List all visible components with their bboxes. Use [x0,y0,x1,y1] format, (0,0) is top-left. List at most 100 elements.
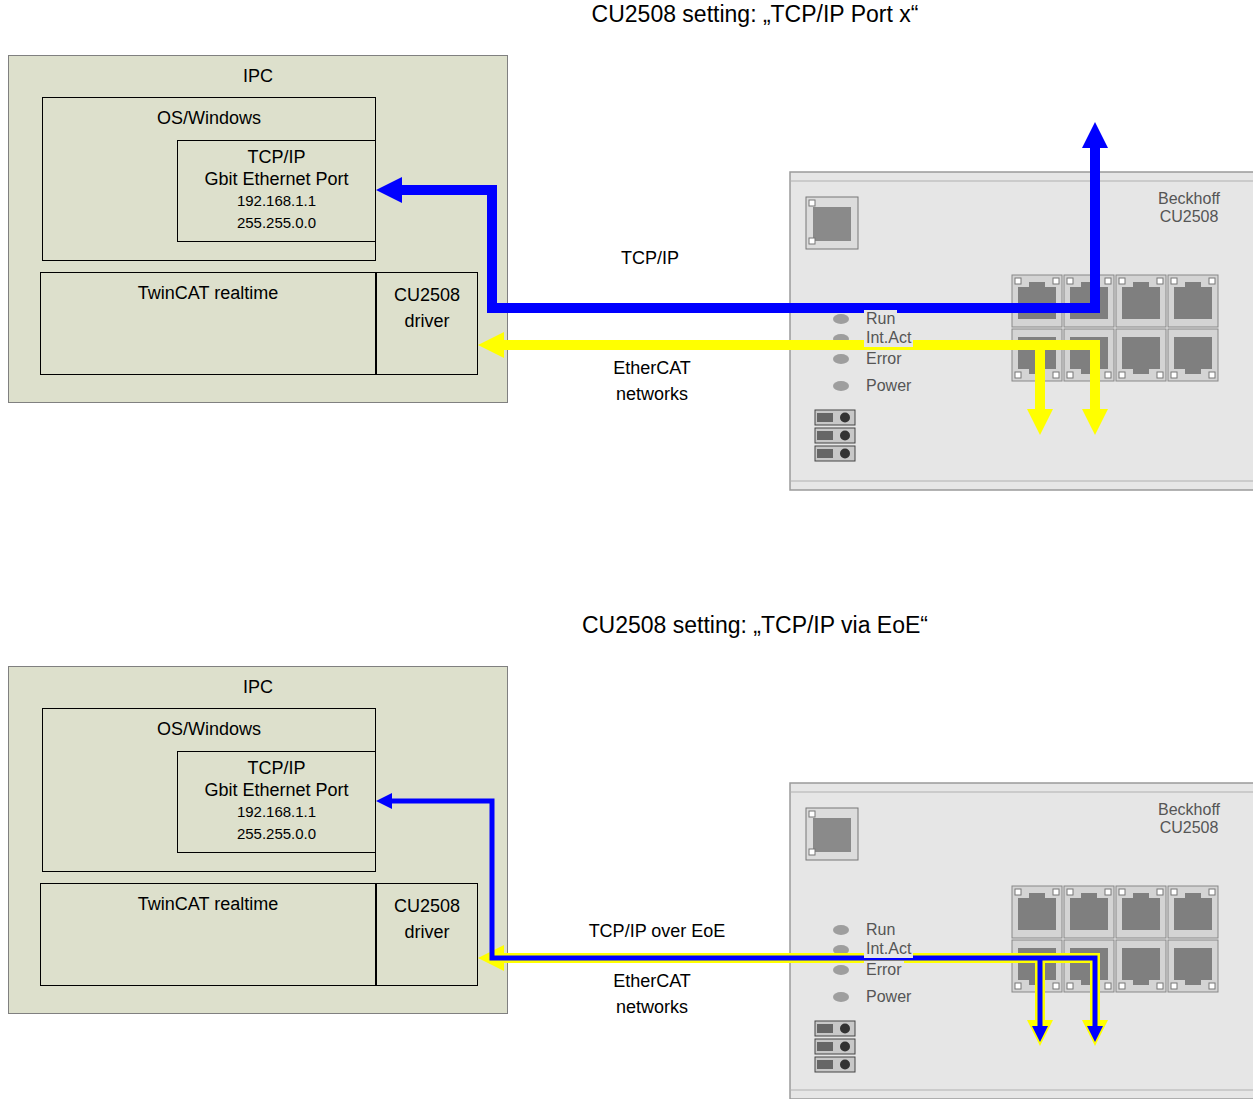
tcpip-port-box: TCP/IPGbit Ethernet Port192.168.1.1255.2… [177,140,376,242]
twincat-realtime-box: TwinCAT realtime [40,883,376,986]
port-led [1105,983,1111,989]
port-notch [1185,369,1201,374]
ethercat-port-line [790,958,1095,1032]
port-opening [1070,898,1108,930]
node-text: OS/Windows [47,718,371,740]
ethercat-port-line [790,345,1095,421]
status-led [833,354,849,364]
ethercat-port [1064,886,1114,938]
status-led [833,381,849,391]
edge-label: EtherCAT networks [592,968,712,1020]
power-terminal [815,410,855,425]
power-terminal-slot [817,1042,833,1051]
housing-panel [790,783,1253,1099]
led-label: Power [864,377,913,395]
port-led [1119,278,1125,284]
ethercat-port [1116,886,1166,938]
port-led [1015,278,1021,284]
port-led [1171,983,1177,989]
setting-title: CU2508 setting: „TCP/IP Port x“ [592,2,919,27]
driver-box: CU2508 driver [376,272,478,375]
tcpip-port-box: TCP/IPGbit Ethernet Port192.168.1.1255.2… [177,751,376,853]
port-led [1171,278,1177,284]
status-led [833,965,849,975]
housing-ridge [790,792,1253,793]
power-terminal-slot [817,1060,833,1069]
port-led [1105,889,1111,895]
edge-label: TCP/IP [570,245,730,271]
power-terminal [815,1039,855,1054]
os-windows-box: OS/WindowsTCP/IPGbit Ethernet Port192.16… [42,708,376,872]
node-text: TCP/IP [182,757,371,779]
port-notch [1133,980,1149,985]
edge-label: EtherCAT networks [592,355,712,407]
ethercat-port [1064,329,1114,381]
tcpip-uplink-line [790,136,1095,308]
ethercat-port [1064,940,1114,992]
port-led [1157,983,1163,989]
ethercat-port [1012,886,1062,938]
twincat-realtime-box: TwinCAT realtime [40,272,376,375]
node-text: Gbit Ethernet Port [182,779,371,801]
config-port [806,197,858,249]
power-terminal [815,1057,855,1072]
housing-panel [790,172,1253,490]
port-led [1209,278,1215,284]
ethercat-port [1168,940,1218,992]
driver-box: CU2508 driver [376,883,478,986]
port-opening [813,818,851,852]
ethercat-port [1116,329,1166,381]
port-led [1209,889,1215,895]
cu2508-device: Beckhoff CU2508 [790,783,1253,1099]
ethercat-port [1064,275,1114,327]
power-terminal [815,428,855,443]
port-opening [1122,337,1160,369]
os-windows-box: OS/WindowsTCP/IPGbit Ethernet Port192.16… [42,97,376,261]
power-terminal-screw [840,431,850,441]
power-terminal-screw [840,1042,850,1052]
port-led [1053,278,1059,284]
port-opening [1174,287,1212,319]
led-label: Error [864,350,904,368]
device-signal-paths [790,136,1095,1034]
ethercat-connector [492,340,790,350]
port-led [809,811,815,817]
tcpip-over-eoe-connector [384,801,790,958]
port-led [1157,372,1163,378]
led-label: Run [864,921,897,939]
status-led [833,992,849,1002]
led-label: Error [864,961,904,979]
port-led [809,238,815,244]
power-terminal-slot [817,413,833,422]
node-text: 192.168.1.1 [182,190,371,212]
led-label: Run [864,310,897,328]
port-led [1171,889,1177,895]
status-led [833,925,849,935]
node-text: IPC [13,65,503,87]
ipc-box: IPC OS/WindowsTCP/IPGbit Ethernet Port192… [8,55,508,403]
ethercat-port [1012,275,1062,327]
power-terminal-screw [840,413,850,423]
ethercat-connector [492,953,790,963]
ipc-box: IPCOS/WindowsTCP/IPGbit Ethernet Port192… [8,666,508,1014]
node-text: TwinCAT realtime [45,282,371,304]
led-label: Int.Act [864,329,913,347]
ethercat-port [1168,886,1218,938]
power-terminal [815,446,855,461]
housing-ridge [790,1090,1253,1091]
housing-ridge [790,481,1253,482]
power-terminal-screw [840,449,850,459]
port-led [1067,278,1073,284]
port-led [809,200,815,206]
node-text: Beckhoff CU2508 [1151,801,1227,837]
cu2508-device: Beckhoff CU2508 [790,172,1253,490]
node-text: TCP/IP [182,146,371,168]
housing-ridge [790,181,1253,182]
port-notch [1133,369,1149,374]
edge-label: TCP/IP over EoE [547,918,767,944]
power-terminal-screw [840,1060,850,1070]
connectors [384,190,790,958]
port-led [1067,983,1073,989]
port-led [1053,983,1059,989]
port-opening [1174,898,1212,930]
